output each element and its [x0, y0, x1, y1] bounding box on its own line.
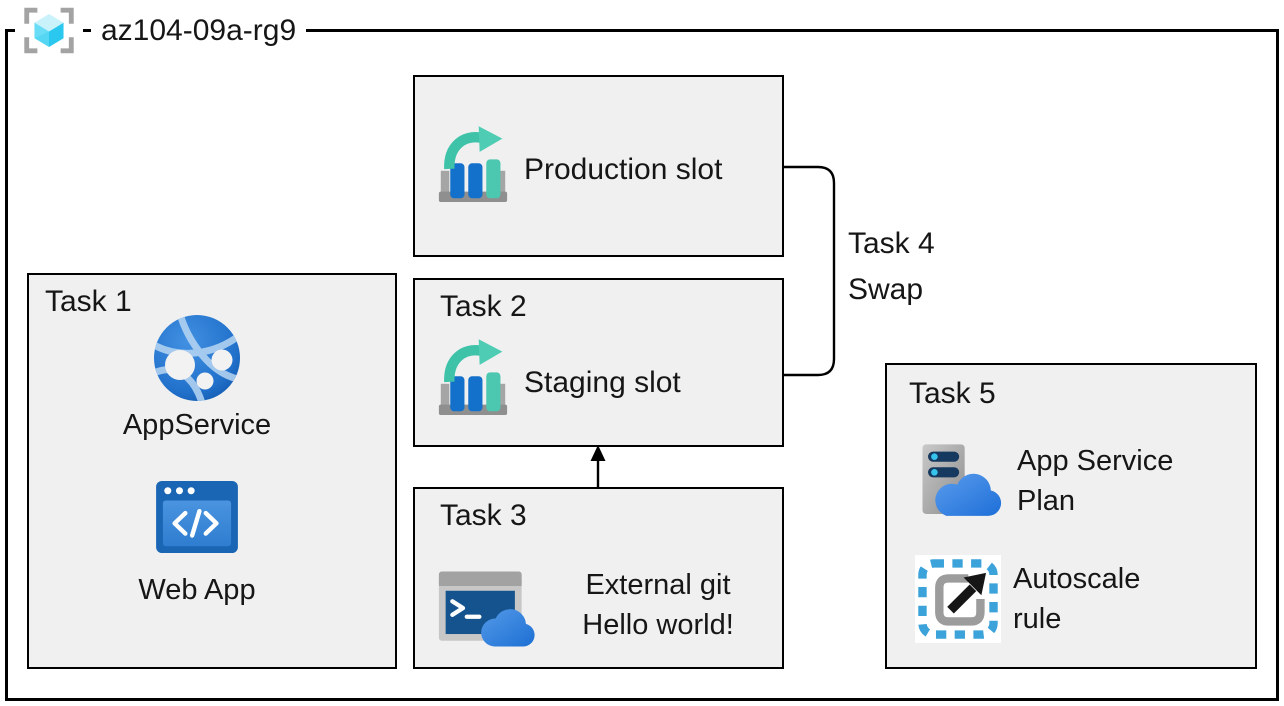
task1-title: Task 1 [45, 285, 132, 318]
app-service-plan-icon [917, 441, 1005, 521]
deployment-slots-icon [437, 125, 509, 214]
deployment-slots-icon [437, 338, 509, 427]
resource-group-name: az104-09a-rg9 [91, 13, 307, 48]
cloud-shell-icon [437, 567, 537, 653]
hello-world-label: Hello world! [582, 609, 734, 641]
task3-title: Task 3 [440, 499, 527, 532]
task3-text: External git Hello world! [565, 565, 751, 645]
resource-group-icon [15, 7, 83, 54]
task5-box: Task 5 [885, 363, 1257, 669]
web-app-icon [155, 480, 239, 554]
production-slot-label: Production slot [524, 152, 723, 186]
task3-box: Task 3 External git Hello world! [413, 487, 784, 669]
task2-title: Task 2 [440, 290, 527, 323]
resource-group-header: az104-09a-rg9 [15, 7, 307, 54]
web-app-label: Web App [138, 574, 256, 606]
task4-swap-label: Task 4 Swap [848, 221, 935, 313]
task4-line1: Task 4 [848, 227, 935, 260]
app-service-plan-label: App Service Plan [1017, 445, 1174, 517]
staging-slot-label: Staging slot [524, 365, 681, 399]
production-slot-box: Production slot [413, 75, 784, 257]
task2-box: Task 2 Staging slot [413, 278, 784, 447]
external-git-label: External git [585, 569, 731, 601]
app-service-globe-icon [152, 313, 242, 403]
task4-line2: Swap [848, 273, 924, 306]
autoscale-icon [915, 555, 1001, 643]
autoscale-rule-label: Autoscale rule [1013, 563, 1141, 635]
app-service-label: AppService [122, 409, 272, 441]
task1-box: Task 1 [27, 273, 397, 669]
task5-title: Task 5 [909, 377, 996, 410]
